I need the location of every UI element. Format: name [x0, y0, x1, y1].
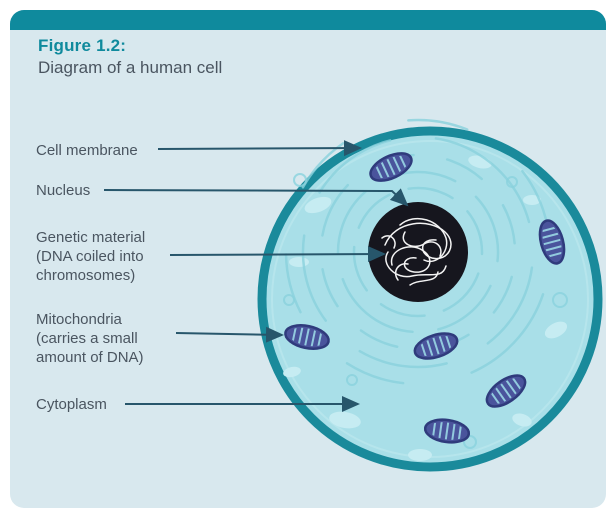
- label-cytoplasm: Cytoplasm: [36, 396, 107, 413]
- arrow-nucleus: [103, 188, 409, 207]
- nucleus-swirl-rings: [284, 118, 552, 386]
- label-cell-membrane: Cell membrane: [36, 142, 138, 159]
- label-mitochondria: Mitochondria (carries a small amount of …: [36, 311, 144, 366]
- arrow-mitochondria: [175, 326, 284, 343]
- card-top-bar: [10, 10, 606, 30]
- nucleus-shape: [368, 202, 468, 302]
- label-nucleus: Nucleus: [36, 182, 91, 199]
- label-genetic-material: Genetic material (DNA coiled into chromo…: [36, 229, 146, 284]
- leader-arrows: [103, 140, 409, 412]
- cytoplasm-texture: [283, 155, 568, 461]
- figure-subtitle: Diagram of a human cell: [38, 58, 223, 77]
- dna-coils: [381, 217, 452, 286]
- figure-title: Figure 1.2:: [38, 36, 127, 55]
- arrow-genetic-material: [169, 246, 386, 263]
- arrow-cell-membrane: [157, 140, 362, 157]
